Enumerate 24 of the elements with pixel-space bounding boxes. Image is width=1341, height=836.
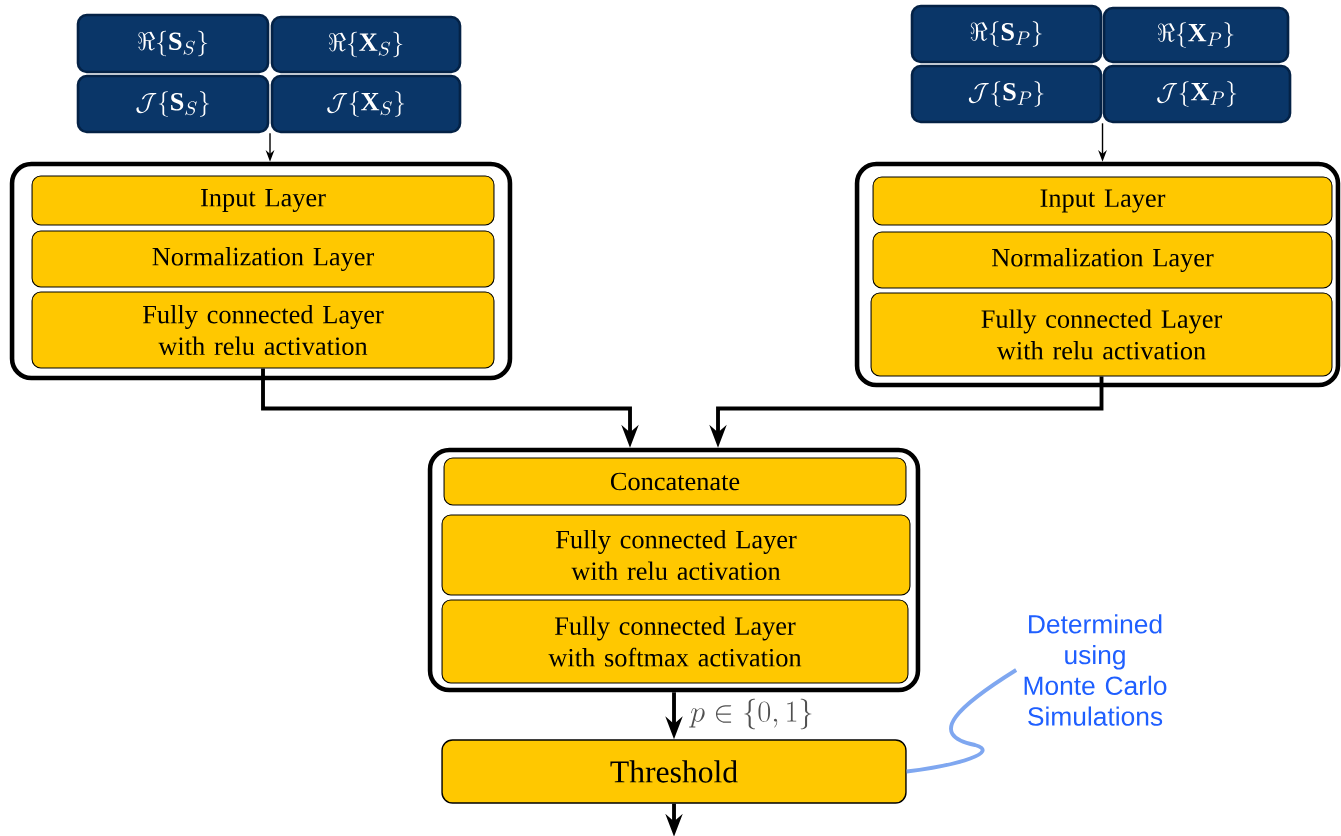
leader-line — [906, 668, 1018, 774]
layer-box: Fully connected Layer with relu activation — [31, 291, 495, 369]
layer-group-box — [854, 161, 1341, 388]
layer-box: Input Layer — [31, 175, 495, 226]
layer-box: Fully connected Layer with softmax activation — [441, 599, 909, 684]
input-tile: $\Re\{\mathbf{X}_P\}$ — [1102, 6, 1290, 64]
layer-group-box — [427, 447, 921, 693]
input-tile: $\mathcal{J}\{\mathbf{S}_P\}$ — [910, 64, 1103, 124]
threshold-box: Threshold — [441, 739, 907, 804]
layer-box: Fully connected Layer with relu activation — [441, 514, 911, 596]
input-tile: $\mathcal{J}\{\mathbf{X}_P\}$ — [1102, 64, 1292, 124]
layer-box: Fully connected Layer with relu activation — [870, 292, 1333, 377]
input-tile: $\mathcal{J}\{\mathbf{X}_S\}$ — [270, 74, 462, 134]
edge-label: $p \in \{0,1\}$ — [688, 697, 816, 731]
input-tile: $\Re\{\mathbf{S}_P\}$ — [910, 4, 1103, 64]
layer-group-box — [9, 161, 513, 381]
layer-box: Input Layer — [872, 176, 1333, 226]
layer-box: Normalization Layer — [31, 230, 495, 288]
input-tile: $\Re\{\mathbf{S}_S\}$ — [76, 13, 270, 74]
input-tile: $\mathcal{J}\{\mathbf{S}_S\}$ — [76, 74, 270, 134]
input-tile: $\Re\{\mathbf{X}_S\}$ — [270, 15, 462, 74]
layer-box: Concatenate — [443, 457, 907, 506]
note-text: Determined using Monte Carlo Simulations — [1024, 614, 1167, 726]
layer-box: Normalization Layer — [872, 231, 1333, 289]
